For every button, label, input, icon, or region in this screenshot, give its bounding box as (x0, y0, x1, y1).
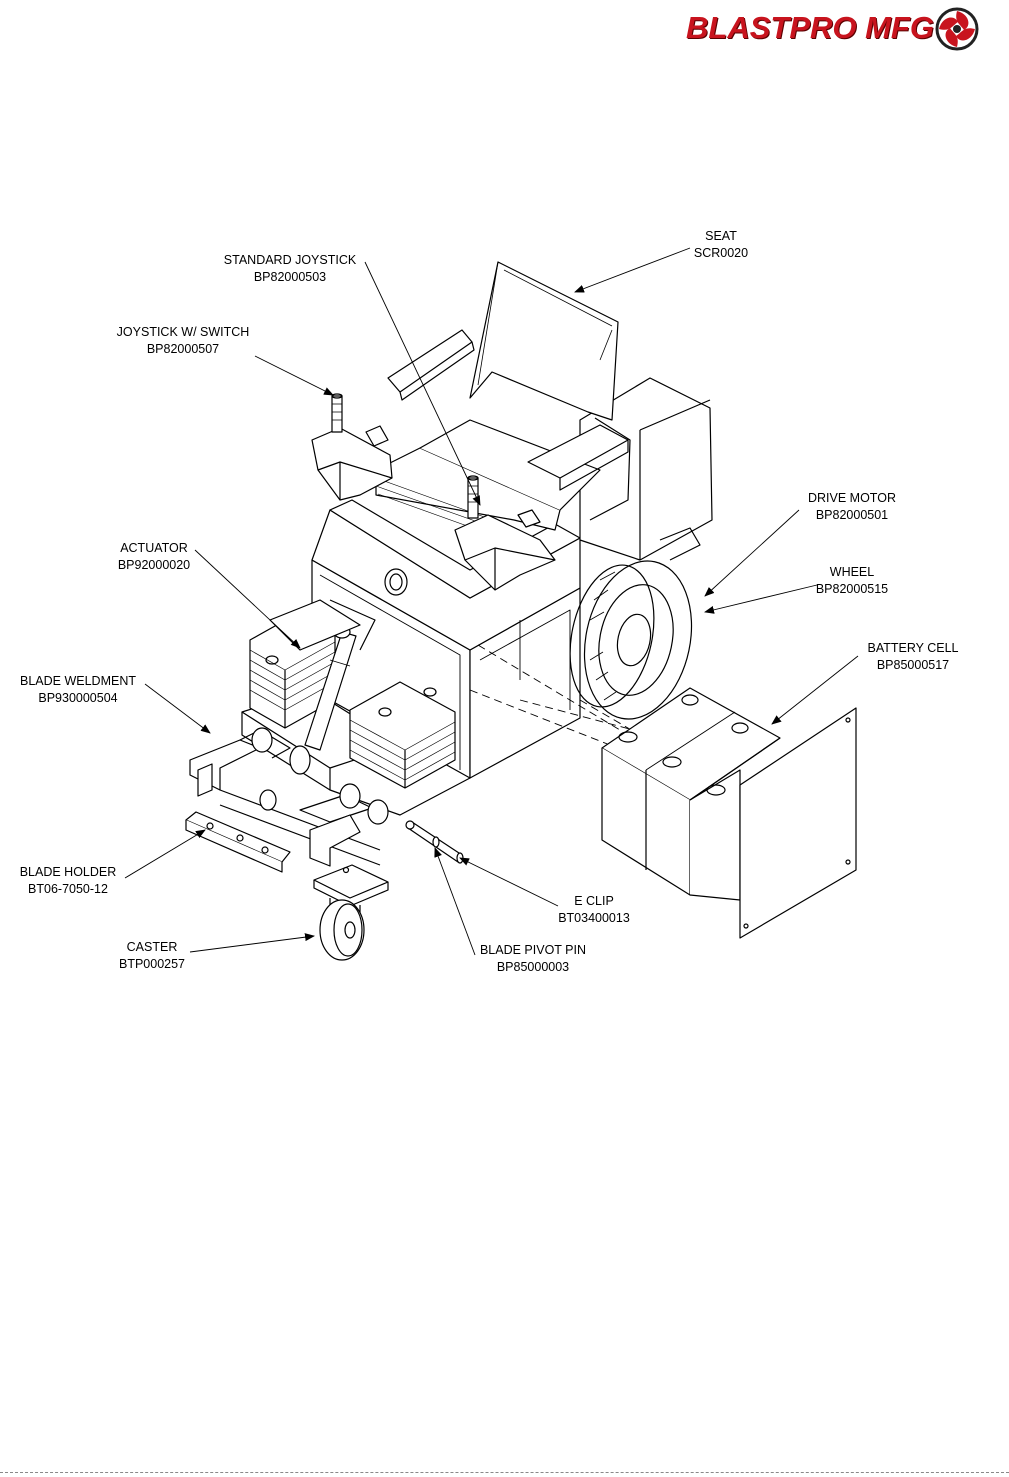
callout-part-number: BP85000517 (850, 657, 976, 674)
callout-battery-cell: BATTERY CELL BP85000517 (850, 640, 976, 674)
callout-name: BLADE PIVOT PIN (470, 942, 596, 959)
blade-pivot-pin (406, 821, 463, 863)
callout-joystick-switch: JOYSTICK W/ SWITCH BP82000507 (100, 324, 266, 358)
callout-part-number: BP92000020 (96, 557, 212, 574)
callout-blade-holder: BLADE HOLDER BT06-7050-12 (2, 864, 134, 898)
callout-name: E CLIP (540, 893, 648, 910)
callout-e-clip: E CLIP BT03400013 (540, 893, 648, 927)
callout-caster: CASTER BTP000257 (100, 939, 204, 973)
callout-part-number: BP82000515 (800, 581, 904, 598)
callout-part-number: SCR0020 (676, 245, 766, 262)
callout-drive-motor: DRIVE MOTOR BP82000501 (786, 490, 918, 524)
callout-name: BLADE HOLDER (2, 864, 134, 881)
callout-actuator: ACTUATOR BP92000020 (96, 540, 212, 574)
callout-part-number: BP82000501 (786, 507, 918, 524)
callout-part-number: BP82000507 (100, 341, 266, 358)
callout-blade-pivot-pin: BLADE PIVOT PIN BP85000003 (470, 942, 596, 976)
callout-part-number: BP82000503 (210, 269, 370, 286)
callout-standard-joystick: STANDARD JOYSTICK BP82000503 (210, 252, 370, 286)
callout-name: DRIVE MOTOR (786, 490, 918, 507)
callout-part-number: BP85000003 (470, 959, 596, 976)
callout-name: CASTER (100, 939, 204, 956)
callout-wheel: WHEEL BP82000515 (800, 564, 904, 598)
blade-holder (186, 812, 290, 872)
callout-name: STANDARD JOYSTICK (210, 252, 370, 269)
caster (314, 865, 388, 960)
callout-name: BLADE WELDMENT (4, 673, 152, 690)
callout-part-number: BT06-7050-12 (2, 881, 134, 898)
callout-part-number: BTP000257 (100, 956, 204, 973)
callout-part-number: BT03400013 (540, 910, 648, 927)
callout-name: SEAT (676, 228, 766, 245)
callout-name: WHEEL (800, 564, 904, 581)
page-bottom-divider (0, 1472, 1009, 1473)
callout-name: BATTERY CELL (850, 640, 976, 657)
callout-name: JOYSTICK W/ SWITCH (100, 324, 266, 341)
callout-blade-weldment: BLADE WELDMENT BP930000504 (4, 673, 152, 707)
callout-seat: SEAT SCR0020 (676, 228, 766, 262)
callout-name: ACTUATOR (96, 540, 212, 557)
callout-part-number: BP930000504 (4, 690, 152, 707)
